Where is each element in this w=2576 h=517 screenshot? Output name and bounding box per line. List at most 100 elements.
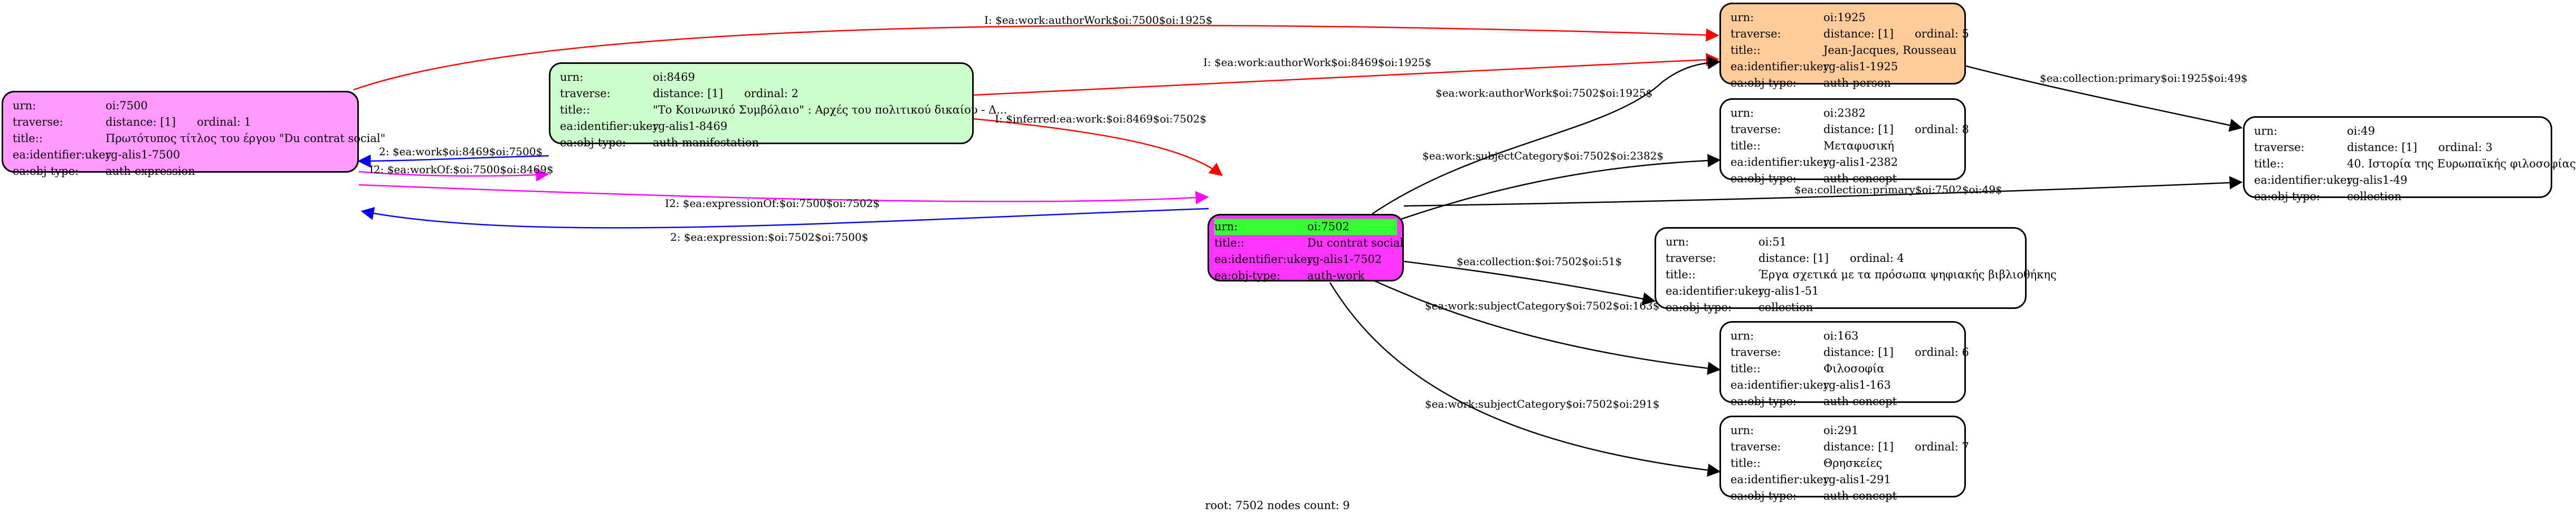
edge-label-7500-8469: I2: $ea:workOf:$oi:7500$oi:8469$ <box>369 163 554 176</box>
node-objtype: collection <box>2347 190 2402 203</box>
node-ordinal: ordinal: 1 <box>197 116 251 128</box>
node-distance: distance: [1] <box>1823 346 1894 359</box>
node-distance: distance: [1] <box>106 116 176 128</box>
node-urn: oi:2382 <box>1823 107 1866 119</box>
key-traverse: traverse: <box>560 87 611 100</box>
edge-label-7500-7502: I2: $ea:expressionOf:$oi:7500$oi:7502$ <box>665 197 880 210</box>
node-ukey: rg-alis1-291 <box>1823 473 1891 486</box>
node-urn: oi:7502 <box>1307 220 1349 233</box>
key-traverse: traverse: <box>13 116 63 128</box>
key-objtype: ea:obj-type: <box>1731 77 1796 89</box>
key-title: title:: <box>13 132 43 145</box>
node-oi-8469[interactable]: urn:oi:8469 traverse:distance: [1]ordina… <box>549 62 1007 149</box>
node-oi-7502-root[interactable]: urn:oi:7502 title::Du contrat social ea:… <box>1208 214 1404 282</box>
node-ordinal: ordinal: 4 <box>1850 252 1904 265</box>
key-urn: urn: <box>1731 424 1754 437</box>
key-objtype: ea:obj-type: <box>1731 395 1796 408</box>
node-title: Jean-Jacques, Rousseau <box>1823 44 1957 57</box>
node-ukey: rg-alis1-1925 <box>1823 60 1898 73</box>
node-objtype: auth-work <box>1307 269 1365 282</box>
node-ukey: rg-alis1-2382 <box>1823 156 1898 168</box>
edge-1925-49 <box>1965 65 2243 132</box>
node-ordinal: ordinal: 6 <box>1915 346 1969 359</box>
node-urn: oi:291 <box>1823 424 1859 437</box>
key-ukey: ea:identifier:ukey <box>1666 285 1765 297</box>
node-objtype: auth-concept <box>1823 395 1897 408</box>
node-oi-2382[interactable]: urn: oi:2382 traverse: distance: [1] ordina… <box>1719 98 1969 185</box>
key-ukey: ea:identifier:ukey <box>13 148 112 161</box>
node-ukey: rg-alis1-49 <box>2347 174 2408 186</box>
node-oi-7500[interactable]: urn:oi:7500 traverse:distance: [1]ordina… <box>2 91 385 177</box>
edge-8469-7500 <box>357 154 549 168</box>
node-title: 40. Ιστορία της Ευρωπαϊκής φιλοσοφίας <box>2347 157 2576 170</box>
node-ukey: rg-alis1-8469 <box>653 120 728 133</box>
edge-label-8469-7502: I: $inferred:ea:work:$oi:8469$oi:7502$ <box>995 112 1206 125</box>
node-objtype: auth-expression <box>106 165 195 177</box>
node-oi-291[interactable]: urn: oi:291 traverse: distance: [1] ordinal… <box>1719 416 1969 502</box>
node-title: Πρωτότυπος τίτλος του έργου "Du contrat … <box>106 132 386 145</box>
node-urn: oi:49 <box>2347 125 2375 137</box>
key-ukey: ea:identifier:ukey <box>560 120 659 133</box>
node-oi-51[interactable]: urn:oi:51 traverse:distance: [1]ordinal:… <box>1655 227 2057 314</box>
node-distance: distance: [1] <box>1823 123 1894 136</box>
node-distance: distance: [1] <box>1758 252 1829 265</box>
key-urn: urn: <box>1731 330 1754 342</box>
edge-7500-8469 <box>358 168 549 182</box>
edge-7502-51 <box>1403 260 1656 306</box>
node-title: Du contrat social <box>1307 237 1404 249</box>
node-ordinal: ordinal: 8 <box>1915 123 1969 136</box>
node-objtype: auth-manifestation <box>653 136 759 149</box>
edge-7500-7502 <box>358 184 1209 204</box>
node-ordinal: ordinal: 5 <box>1915 27 1969 40</box>
node-urn: oi:1925 <box>1823 11 1866 24</box>
key-objtype: ea:obj-type: <box>560 136 626 149</box>
key-title: title:: <box>560 104 590 116</box>
key-traverse: traverse: <box>1731 440 1781 453</box>
node-distance: distance: [1] <box>1823 440 1894 453</box>
key-traverse: traverse: <box>1731 346 1781 359</box>
edge-7502-163 <box>1372 279 1721 375</box>
key-urn: urn: <box>2254 125 2278 137</box>
key-objtype: ea:obj-type: <box>1666 301 1732 314</box>
key-traverse: traverse: <box>1731 123 1781 136</box>
edge-7502-1925 <box>1372 56 1721 215</box>
key-urn: urn: <box>560 71 584 83</box>
edge-label-7500-1925: I: $ea:work:authorWork$oi:7500$oi:1925$ <box>984 14 1212 26</box>
edge-label-7502-7500: 2: $ea:expression:$oi:7502$oi:7500$ <box>670 231 868 243</box>
key-urn: urn: <box>1214 220 1238 233</box>
node-oi-49[interactable]: urn:oi:49 traverse:distance: [1]ordinal:… <box>2243 116 2576 203</box>
edge-label-7502-2382: $ea:work:subjectCategory$oi:7502$oi:2382… <box>1422 149 1664 162</box>
key-urn: urn: <box>13 99 36 112</box>
key-title: title:: <box>1731 139 1761 152</box>
edge-7502-49 <box>1403 176 2243 207</box>
key-urn: urn: <box>1731 11 1754 24</box>
node-ukey: rg-alis1-163 <box>1823 379 1891 391</box>
node-title: Μεταφυσική <box>1823 139 1894 152</box>
edge-label-8469-1925: I: $ea:work:authorWork$oi:8469$oi:1925$ <box>1203 56 1431 69</box>
node-title: Έργα σχετικά με τα πρόσωπα ψηφιακής βιβλ… <box>1758 268 2057 281</box>
edge-label-7502-51: $ea:collection:$oi:7502$oi:51$ <box>1457 255 1622 268</box>
node-title: "Το Κοινωνικό Συμβόλαιο" : Αρχές του πολ… <box>653 104 1007 116</box>
key-title: title:: <box>1214 237 1244 249</box>
key-title: title:: <box>2254 157 2284 170</box>
key-urn: urn: <box>1666 236 1689 248</box>
node-distance: distance: [1] <box>2347 141 2418 154</box>
node-title: Θρησκείες <box>1823 457 1883 469</box>
node-objtype: auth-concept <box>1823 490 1897 502</box>
node-distance: distance: [1] <box>1823 27 1894 40</box>
key-objtype: ea:obj-type: <box>1731 172 1796 185</box>
key-traverse: traverse: <box>1731 27 1781 40</box>
node-ukey: rg-alis1-51 <box>1758 285 1819 297</box>
node-oi-1925[interactable]: urn: oi:1925 traverse: distance: [1] ordina… <box>1719 3 1969 89</box>
key-ukey: ea:identifier:ukey <box>1731 379 1830 391</box>
edge-7502-291 <box>1329 282 1721 477</box>
edge-7500-1925 <box>353 24 1719 91</box>
node-urn: oi:163 <box>1823 330 1859 342</box>
node-ordinal: ordinal: 7 <box>1915 440 1969 453</box>
node-oi-163[interactable]: urn: oi:163 traverse: distance: [1] ordinal… <box>1719 321 1969 408</box>
node-distance: distance: [1] <box>653 87 724 100</box>
key-ukey: ea:identifier:ukey <box>1731 156 1830 168</box>
key-urn: urn: <box>1731 107 1754 119</box>
node-objtype: collection <box>1758 301 1813 314</box>
node-urn: oi:51 <box>1758 236 1787 248</box>
